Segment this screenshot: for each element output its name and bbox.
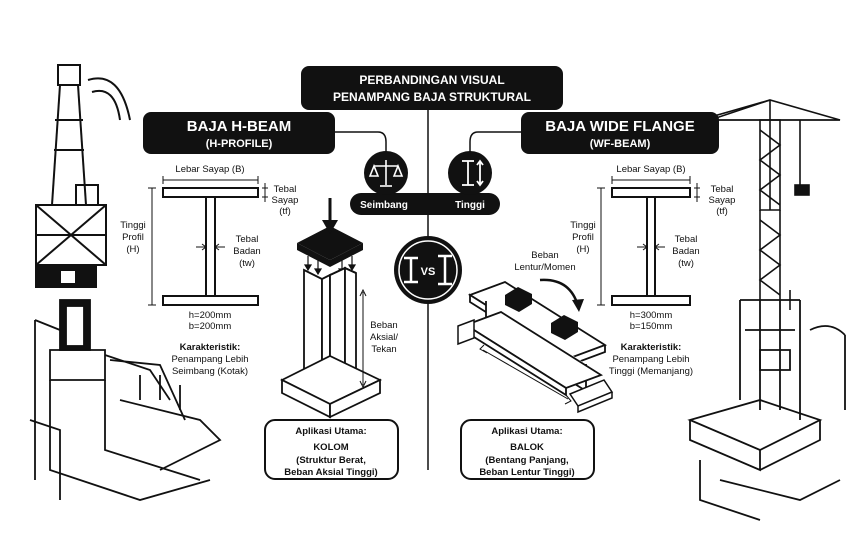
hbeam-app-name: KOLOM xyxy=(313,442,348,453)
hbeam-width-label: Lebar Sayap (B) xyxy=(175,164,244,175)
hbeam-web-label-3: (tw) xyxy=(239,258,255,269)
wfbeam-char-text-2: Tinggi (Memanjang) xyxy=(609,366,693,377)
wfbeam-width-label: Lebar Sayap (B) xyxy=(616,164,685,175)
hbeam-char-text-1: Penampang Lebih xyxy=(171,354,248,365)
column-load-label-1: Beban xyxy=(370,320,397,331)
wfbeam-flange-label-2: Sayap xyxy=(709,195,736,206)
wfbeam-dim-h: h=300mm xyxy=(630,310,673,321)
industrial-tower-illustration xyxy=(35,64,131,288)
hbeam-application-card: Aplikasi Utama: KOLOM (Struktur Berat, B… xyxy=(264,419,399,480)
badge-tinggi-label: Tinggi xyxy=(455,200,485,211)
title-line-1: PERBANDINGAN VISUAL xyxy=(359,73,504,87)
wfbeam-flange-label-1: Tebal xyxy=(711,184,734,195)
hbeam-flange-label-1: Tebal xyxy=(274,184,297,195)
column-load-label-2: Aksial/ xyxy=(370,332,398,343)
i-beam-vs-icon xyxy=(404,254,452,286)
wfbeam-header: BAJA WIDE FLANGE (WF-BEAM) xyxy=(469,112,719,158)
wfbeam-char-text-1: Penampang Lebih xyxy=(612,354,689,365)
hbeam-section-diagram: Lebar Sayap (B) Tinggi Profil (H) Tebal … xyxy=(120,164,298,377)
hbeam-char-title: Karakteristik: xyxy=(180,342,241,353)
wfbeam-section-diagram: Lebar Sayap (B) Tinggi Profil (H) Tebal … xyxy=(570,164,735,377)
wfbeam-app-desc-1: (Bentang Panjang, xyxy=(485,455,568,466)
vs-label: VS xyxy=(421,266,436,278)
hbeam-web-label-2: Badan xyxy=(233,246,260,257)
hbeam-header: BAJA H-BEAM (H-PROFILE) xyxy=(143,112,387,158)
wfbeam-height-label-1: Tinggi xyxy=(570,220,596,231)
i-beam-height-icon xyxy=(462,159,484,187)
wfbeam-web-label-3: (tw) xyxy=(678,258,694,269)
hbeam-dim-h: h=200mm xyxy=(189,310,232,321)
hbeam-height-label-1: Tinggi xyxy=(120,220,146,231)
wfbeam-height-label-2: Profil xyxy=(572,232,594,243)
hbeam-char-text-2: Seimbang (Kotak) xyxy=(172,366,248,377)
wfbeam-app-desc-2: Beban Lentur Tinggi) xyxy=(479,467,574,478)
title-banner: PERBANDINGAN VISUAL PENAMPANG BAJA STRUK… xyxy=(301,66,563,110)
beam-load-label-1: Beban xyxy=(531,250,558,261)
wfbeam-application-card: Aplikasi Utama: BALOK (Bentang Panjang, … xyxy=(460,419,595,480)
wfbeam-char-title: Karakteristik: xyxy=(621,342,682,353)
hbeam-app-desc-1: (Struktur Berat, xyxy=(296,455,366,466)
building-frame-illustration xyxy=(687,299,846,521)
hbeam-height-label-2: Profil xyxy=(122,232,144,243)
wfbeam-code: (WF-BEAM) xyxy=(590,138,651,150)
hbeam-flange-label-3: (tf) xyxy=(279,206,291,217)
beam-load-label-2: Lentur/Momen xyxy=(514,262,575,273)
wfbeam-app-title: Aplikasi Utama: xyxy=(491,426,562,437)
hbeam-name: BAJA H-BEAM xyxy=(187,118,291,135)
wfbeam-app-name: BALOK xyxy=(510,442,544,453)
wfbeam-bottom-flange xyxy=(611,295,691,306)
hbeam-top-flange xyxy=(162,187,259,198)
hbeam-flange-label-2: Sayap xyxy=(272,195,299,206)
hbeam-bottom-flange xyxy=(162,295,259,306)
wfbeam-flange-label-3: (tf) xyxy=(716,206,728,217)
comparison-badges: Seimbang Tinggi xyxy=(350,151,500,215)
wfbeam-web-label-2: Badan xyxy=(672,246,699,257)
hbeam-dim-b: b=200mm xyxy=(189,321,232,332)
hbeam-app-title: Aplikasi Utama: xyxy=(295,426,366,437)
balance-scale-icon xyxy=(368,160,404,187)
column-load-label-3: Tekan xyxy=(371,344,396,355)
hbeam-web-label-1: Tebal xyxy=(236,234,259,245)
hbeam-code: (H-PROFILE) xyxy=(206,138,273,150)
wfbeam-dim-b: b=150mm xyxy=(630,321,673,332)
badge-seimbang-label: Seimbang xyxy=(360,200,408,211)
title-line-2: PENAMPANG BAJA STRUKTURAL xyxy=(333,90,531,104)
concrete-column-structure-illustration xyxy=(29,299,222,501)
hbeam-app-desc-2: Beban Aksial Tinggi) xyxy=(284,467,377,478)
column-illustration: Beban Aksial/ Tekan xyxy=(279,198,398,419)
hbeam-height-label-3: (H) xyxy=(126,244,139,255)
wfbeam-web-label-1: Tebal xyxy=(675,234,698,245)
beam-illustration: Beban Lentur/Momen xyxy=(457,250,614,414)
hbeam-web xyxy=(205,196,216,297)
vs-emblem: VS xyxy=(394,236,462,304)
wfbeam-height-label-3: (H) xyxy=(576,244,589,255)
wfbeam-name: BAJA WIDE FLANGE xyxy=(545,118,694,135)
wfbeam-web xyxy=(646,196,656,297)
wfbeam-top-flange xyxy=(611,187,691,198)
